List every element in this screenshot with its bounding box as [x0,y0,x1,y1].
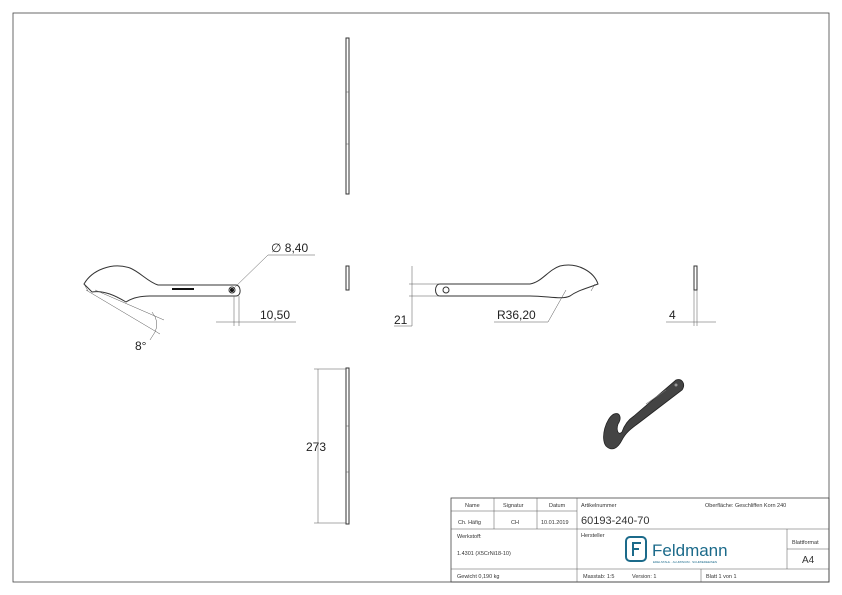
material-label: Werkstoff: [457,534,482,540]
thickness-view: 4 [666,265,716,326]
drawn-date: 10.01.2019 [541,520,569,526]
thickness-dimension: 4 [669,308,676,322]
isometric-view [603,379,684,450]
offset-dimension: 10,50 [260,308,290,322]
header-signature: Signatur [503,503,524,509]
drawn-by-signature: CH [511,520,519,526]
header-name: Name [465,503,480,509]
material-value: 1.4301 (X5CrNi18-10) [457,551,511,557]
header-date: Datum [549,503,566,509]
title-block: Name Signatur Datum Ch. Häfig CH 10.01.2… [450,497,830,583]
format-label: Blattformat [792,540,819,546]
drawn-by-name: Ch. Häfig [458,520,481,526]
sheet-number: Blatt 1 von 1 [706,574,737,580]
height-dimension: 21 [394,313,408,327]
version: Version: 1 [632,574,656,580]
end-view [345,265,350,291]
feldmann-logo: Feldmann EDELSTAHL · ALUMINIUM · SCHMIED… [625,536,728,564]
scale: Masstab: 1:5 [583,574,615,580]
radius-dimension: R36,20 [497,308,536,322]
right-wrench-view: 21 R36,20 [394,264,599,327]
manufacturer-label: Hersteller [581,533,605,539]
bottom-view: 273 [306,367,350,525]
logo-subtext: EDELSTAHL · ALUMINIUM · SCHMIEDEEISEN [653,560,717,564]
length-dimension: 273 [306,440,326,454]
diameter-dimension: ∅ 8,40 [271,241,308,255]
left-wrench-view: ∅ 8,40 10,50 8° [83,241,315,353]
article-label: Artikelnummer [581,503,617,509]
format-value: A4 [802,555,815,566]
weight: Gewicht 0,190 kg [457,574,500,580]
surface-finish: Oberfläche: Geschliffen Korn 240 [705,503,786,509]
drawing-frame [12,12,830,583]
article-number: 60193-240-70 [581,515,650,527]
angle-dimension: 8° [135,339,147,353]
top-view [345,37,350,195]
logo-text: Feldmann [652,541,728,560]
